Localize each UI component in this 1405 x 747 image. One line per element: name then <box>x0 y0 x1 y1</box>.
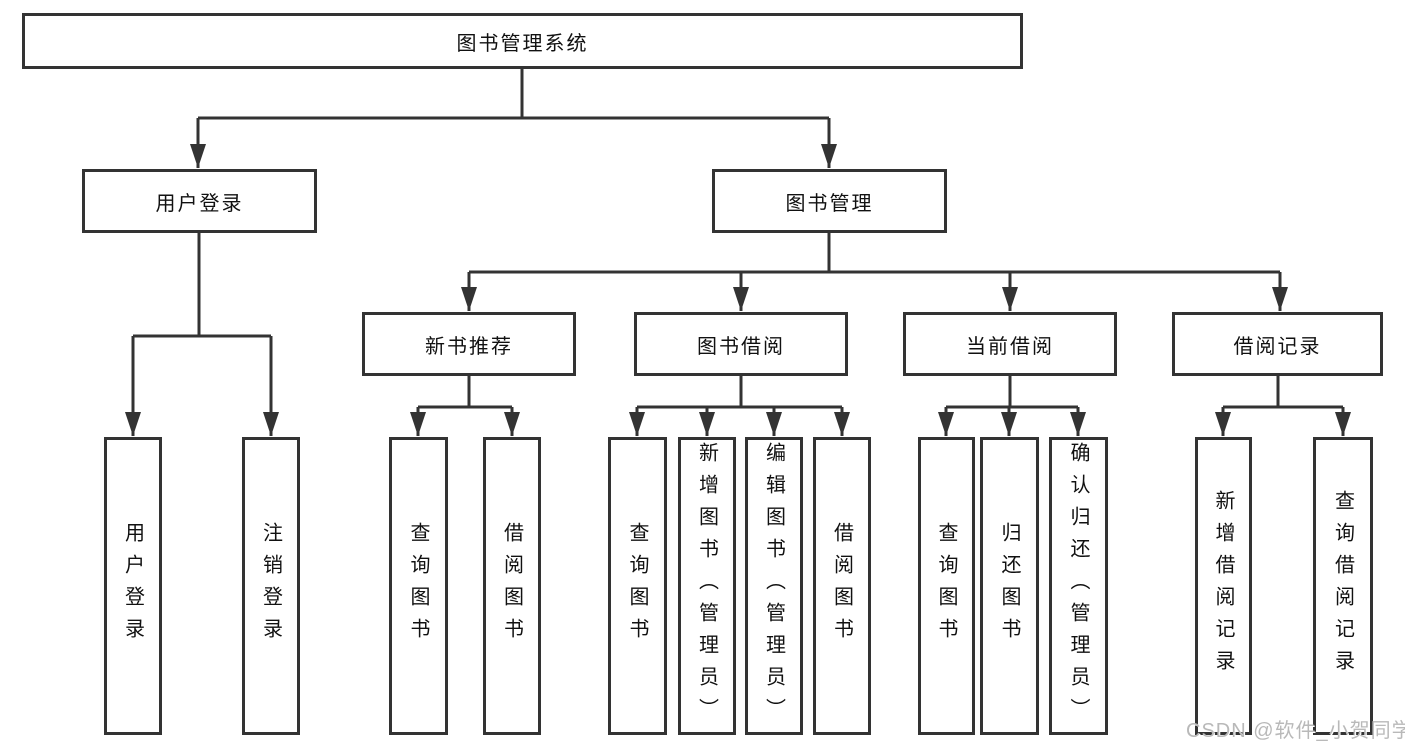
node-label: 确认归还（管理员） <box>1067 442 1089 730</box>
node-label: 新增图书（管理员） <box>695 442 718 730</box>
leaf-confirm-return-admin-node: 确认归还（管理员） <box>1049 437 1108 735</box>
node-label: 当前借阅 <box>966 335 1054 358</box>
node-label: 新增借阅记录 <box>1212 490 1234 682</box>
node-label: 查询图书 <box>626 522 648 650</box>
node-label: 借阅图书 <box>830 522 853 650</box>
node-label: 注销登录 <box>259 522 282 650</box>
node-label: 查询借阅记录 <box>1331 490 1354 682</box>
leaf-add-borrow-record-node: 新增借阅记录 <box>1195 437 1252 735</box>
borrowing-records-node: 借阅记录 <box>1172 312 1383 376</box>
leaf-borrow-book-1-node: 借阅图书 <box>483 437 541 735</box>
root-node: 图书管理系统 <box>22 13 1023 69</box>
node-label: 编辑图书（管理员） <box>762 442 785 730</box>
new-book-recommend-node: 新书推荐 <box>362 312 576 376</box>
current-borrowing-node: 当前借阅 <box>903 312 1117 376</box>
leaf-user-login-node: 用户登录 <box>104 437 162 735</box>
user-login-group-node: 用户登录 <box>82 169 317 233</box>
node-label: 借阅图书 <box>500 522 523 650</box>
csdn-watermark: CSDN @软件_小贺同学 <box>1186 720 1405 742</box>
node-label: 用户登录 <box>155 192 244 215</box>
node-label: 查询图书 <box>935 522 957 650</box>
leaf-query-book-2-node: 查询图书 <box>608 437 667 735</box>
node-label: 查询图书 <box>407 522 429 650</box>
leaf-logout-node: 注销登录 <box>242 437 300 735</box>
node-label: 图书管理系统 <box>456 32 589 55</box>
node-label: 借阅记录 <box>1233 335 1322 358</box>
book-management-group-node: 图书管理 <box>712 169 947 233</box>
connectors <box>125 69 1351 436</box>
book-borrowing-node: 图书借阅 <box>634 312 848 376</box>
node-label: 用户登录 <box>121 522 144 650</box>
leaf-query-book-3-node: 查询图书 <box>918 437 975 735</box>
leaf-query-book-1-node: 查询图书 <box>389 437 448 735</box>
leaf-add-book-admin-node: 新增图书（管理员） <box>678 437 736 735</box>
leaf-edit-book-admin-node: 编辑图书（管理员） <box>745 437 803 735</box>
node-label: 归还图书 <box>998 522 1020 650</box>
node-label: 新书推荐 <box>425 335 513 358</box>
leaf-query-borrow-record-node: 查询借阅记录 <box>1313 437 1373 735</box>
node-label: 图书管理 <box>785 192 874 215</box>
node-label: 图书借阅 <box>697 335 785 358</box>
leaf-borrow-book-2-node: 借阅图书 <box>813 437 871 735</box>
leaf-return-book-node: 归还图书 <box>980 437 1039 735</box>
